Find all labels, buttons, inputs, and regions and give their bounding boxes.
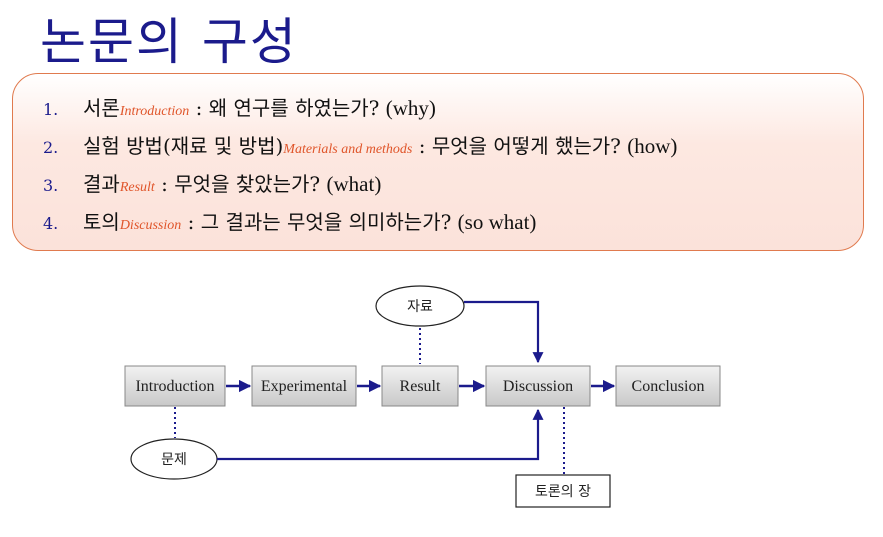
problem-node: 문제 bbox=[130, 438, 218, 480]
flow-label: Introduction bbox=[135, 378, 214, 395]
problem-to-discussion-arrow bbox=[217, 408, 544, 461]
item-korean: 서론 bbox=[83, 96, 120, 120]
flow-box-introduction: Introduction bbox=[124, 365, 226, 407]
flow-label: Conclusion bbox=[632, 378, 705, 395]
flow-box-discussion: Discussion bbox=[485, 365, 591, 407]
item-english: Result bbox=[119, 180, 155, 195]
page-title: 논문의 구성 bbox=[40, 13, 298, 71]
problem-node-label: 문제 bbox=[161, 452, 187, 468]
data-node-label: 자료 bbox=[407, 299, 433, 315]
item-question: : 무엇을 찾았는가? bbox=[154, 172, 327, 196]
item-tag: (so what) bbox=[457, 210, 537, 234]
structure-list-box: 1. 서론Introduction : 왜 연구를 하였는가? (why) 2. 실… bbox=[12, 73, 864, 251]
item-number: 3. bbox=[43, 176, 59, 195]
list-item: 1. 서론Introduction : 왜 연구를 하였는가? (why) bbox=[43, 92, 436, 121]
flow-label: Discussion bbox=[503, 378, 573, 395]
forum-node-label: 토론의 장 bbox=[535, 484, 591, 500]
forum-node: 토론의 장 bbox=[515, 474, 611, 508]
item-english: Discussion bbox=[119, 218, 182, 233]
item-number: 4. bbox=[43, 214, 59, 233]
item-question: : 무엇을 어떻게 했는가? bbox=[412, 134, 628, 158]
flow-box-experimental: Experimental bbox=[251, 365, 357, 407]
item-english: Introduction bbox=[119, 104, 190, 119]
item-english: Materials and methods bbox=[283, 142, 413, 157]
item-tag: (what) bbox=[326, 172, 382, 196]
item-korean: 결과 bbox=[83, 172, 120, 196]
list-item: 4. 토의Discussion : 그 결과는 무엇을 의미하는가? (so wh… bbox=[43, 206, 536, 235]
item-question: : 그 결과는 무엇을 의미하는가? bbox=[181, 210, 458, 234]
flow-box-result: Result bbox=[381, 365, 459, 407]
flow-label: Result bbox=[400, 378, 441, 395]
item-tag: (why) bbox=[385, 96, 436, 120]
item-number: 2. bbox=[43, 138, 59, 157]
item-question: : 왜 연구를 하였는가? bbox=[189, 96, 386, 120]
flow-box-conclusion: Conclusion bbox=[615, 365, 721, 407]
item-number: 1. bbox=[43, 100, 59, 119]
item-tag: (how) bbox=[627, 134, 678, 158]
list-item: 2. 실험 방법(재료 및 방법)Materials and methods : … bbox=[43, 130, 677, 159]
item-korean: 토의 bbox=[83, 210, 120, 234]
data-node: 자료 bbox=[375, 285, 465, 327]
list-item: 3. 결과Result : 무엇을 찾았는가? (what) bbox=[43, 168, 381, 197]
item-korean: 실험 방법(재료 및 방법) bbox=[83, 134, 284, 158]
data-to-discussion-arrow bbox=[464, 300, 544, 364]
flow-label: Experimental bbox=[261, 378, 348, 395]
